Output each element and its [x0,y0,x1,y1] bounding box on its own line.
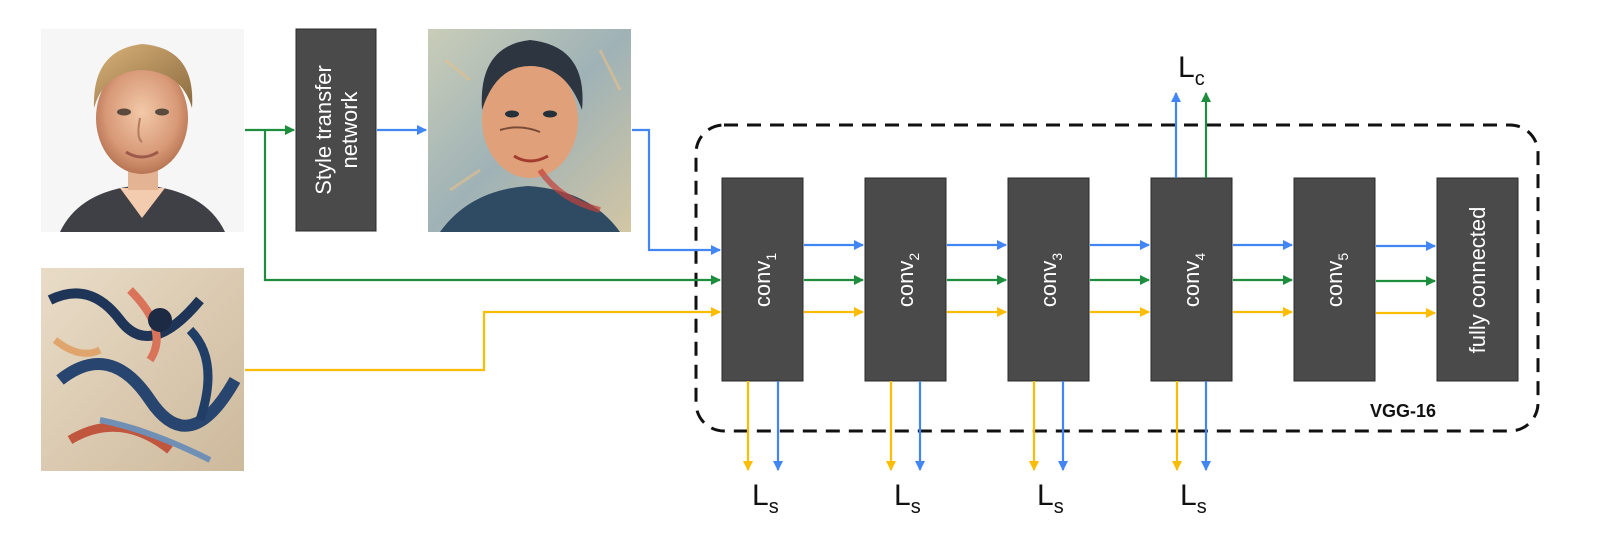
conv3-label: conv [1036,261,1061,307]
content-path-arrows [245,125,721,372]
style-to-conv1-arrow [245,307,721,372]
style-loss-arrows [743,381,1211,471]
style-loss-label-3: Ls [1037,479,1064,518]
svg-text:conv1: conv1 [750,253,779,307]
content-loss-label: Lc [1178,51,1205,90]
conv1-block: conv1 [721,177,804,382]
svg-text:conv3: conv3 [1036,253,1065,307]
svg-text:conv2: conv2 [893,253,922,307]
conv5-block: conv5 [1293,177,1376,382]
stylized-output-image [428,29,631,232]
conv3-subscript: 3 [1049,253,1065,261]
output-to-conv1-arrow [632,128,721,255]
conv5-label: conv [1322,261,1347,307]
conv2-subscript: 2 [906,253,922,261]
style-transfer-network-box: Style transfer network [295,28,377,232]
style-network-label-line2: network [337,90,362,168]
conv1-subscript: 1 [763,253,779,261]
vgg16-label: VGG-16 [1370,401,1436,421]
svg-text:conv4: conv4 [1179,253,1208,307]
vgg16-container [694,123,1540,433]
conv4-subscript: 4 [1192,253,1208,261]
conv4-block: conv4 [1150,177,1233,382]
style-loss-label-1: Ls [752,479,779,518]
content-to-conv1-arrow [263,130,721,285]
style-network-label-line1: Style transfer [311,65,336,195]
layer-to-layer-arrows [804,240,1436,318]
fully-connected-label: fully connected [1465,207,1490,354]
style-loss-label-4: Ls [1180,479,1207,518]
style-loss-label-2: Ls [894,479,921,518]
conv3-block: conv3 [1007,177,1090,382]
svg-text:conv5: conv5 [1322,253,1351,307]
conv2-block: conv2 [864,177,947,382]
conv2-label: conv [893,261,918,307]
style-image [41,268,244,471]
conv1-label: conv [750,261,775,307]
content-loss-arrows [1171,92,1211,178]
conv4-label: conv [1179,261,1204,307]
conv5-subscript: 5 [1335,253,1351,261]
content-image [41,29,244,232]
fully-connected-block: fully connected [1436,177,1519,382]
